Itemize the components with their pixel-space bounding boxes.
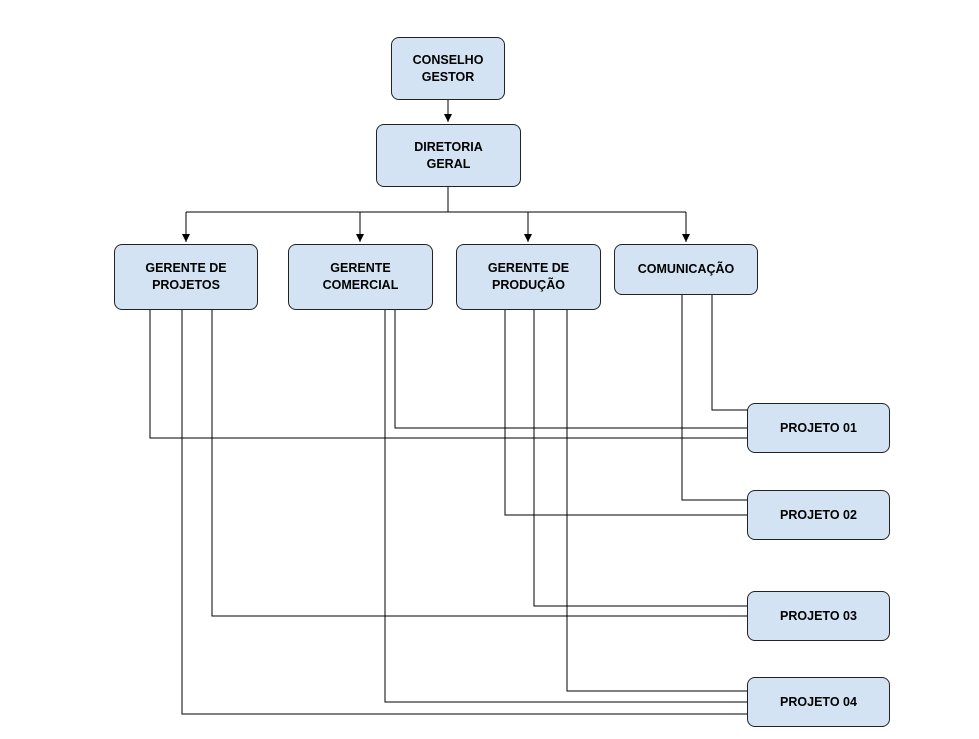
connector-projetos-to-projeto-03 [211, 310, 748, 617]
node-gerente-de-projetos: GERENTE DE PROJETOS [114, 244, 258, 310]
node-gerente-comercial: GERENTE COMERCIAL [288, 244, 433, 310]
connector-comercial-to-projeto-01 [394, 310, 748, 429]
node-projeto-03: PROJETO 03 [747, 591, 890, 641]
node-projeto-01: PROJETO 01 [747, 403, 890, 453]
connector-comunicacao-to-projeto-01 [711, 295, 748, 411]
connector-comercial-to-projeto-04 [384, 310, 748, 703]
connector-producao-to-projeto-03 [533, 310, 748, 607]
connector-producao-to-projeto-04 [566, 310, 748, 692]
connector-comunicacao-to-projeto-02 [681, 295, 748, 501]
node-gerente-de-producao: GERENTE DE PRODUÇÃO [456, 244, 601, 310]
node-conselho-gestor: CONSELHO GESTOR [391, 37, 505, 100]
connector-projetos-to-projeto-04 [181, 310, 748, 715]
connector-projetos-to-projeto-01 [149, 310, 748, 439]
node-diretoria-geral: DIRETORIA GERAL [376, 124, 521, 187]
node-projeto-04: PROJETO 04 [747, 677, 890, 727]
node-projeto-02: PROJETO 02 [747, 490, 890, 540]
connector-producao-to-projeto-02 [504, 310, 748, 516]
node-comunicacao: COMUNICAÇÃO [614, 244, 758, 295]
